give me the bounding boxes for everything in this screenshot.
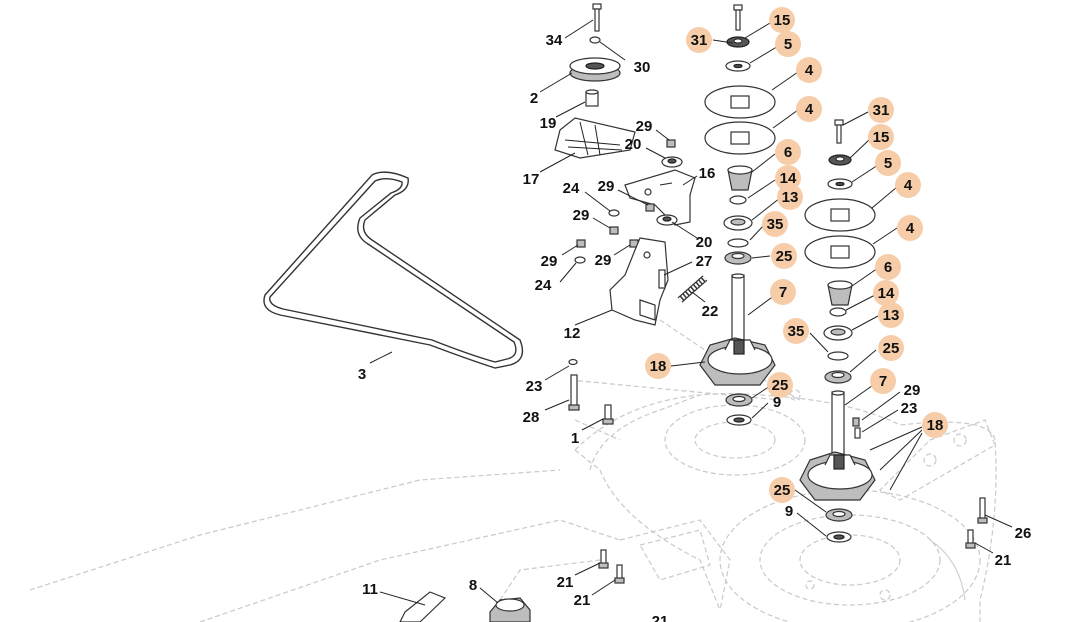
callout-27: 27	[696, 253, 713, 270]
callout-20b: 20	[696, 234, 713, 251]
highlight-4d	[897, 215, 923, 241]
callout-18b: 18	[927, 417, 944, 434]
callout-29d: 29	[541, 253, 558, 270]
highlight-5a	[775, 31, 801, 57]
callout-12: 12	[564, 325, 581, 342]
callout-21d: 21	[652, 613, 669, 622]
callout-29f: 29	[904, 382, 921, 399]
callout-35a: 35	[767, 216, 784, 233]
callout-7b: 7	[879, 373, 887, 390]
leader-lines	[369, 19, 1013, 606]
pulley-assembly-left	[554, 3, 708, 326]
highlight-6b	[875, 254, 901, 280]
callout-13b: 13	[883, 307, 900, 324]
highlight-31a	[686, 27, 712, 53]
callout-1: 1	[571, 430, 579, 447]
callout-34: 34	[546, 32, 563, 49]
callout-26: 26	[1015, 525, 1032, 542]
callout-6b: 6	[884, 259, 892, 276]
callout-18a: 18	[650, 358, 667, 375]
callout-30: 30	[634, 59, 651, 76]
callout-25d: 25	[774, 482, 791, 499]
callout-21c: 21	[574, 592, 591, 609]
callout-15a: 15	[774, 12, 791, 29]
highlight-25d	[769, 477, 795, 503]
highlight-6a	[775, 139, 801, 165]
callout-4c: 4	[904, 177, 913, 194]
callout-20a: 20	[625, 136, 642, 153]
callout-25a: 25	[776, 248, 793, 265]
callout-19: 19	[540, 115, 557, 132]
callout-23a: 23	[526, 378, 543, 395]
callout-4a: 4	[805, 62, 814, 79]
callout-29c: 29	[573, 207, 590, 224]
highlight-25b	[767, 372, 793, 398]
highlight-14a	[775, 165, 801, 191]
drive-belt	[263, 171, 524, 369]
callout-25c: 25	[883, 340, 900, 357]
callout-29b: 29	[598, 178, 615, 195]
highlight-35b	[783, 318, 809, 344]
callout-4d: 4	[906, 220, 915, 237]
highlight-15b	[868, 124, 894, 150]
callout-numbers: 34 30 2 19 17 29 20 16 24 29 29 20 29 29…	[358, 12, 1032, 622]
callout-8: 8	[469, 577, 477, 594]
callout-3: 3	[358, 366, 366, 383]
highlight-13a	[777, 184, 803, 210]
callout-31a: 31	[691, 32, 708, 49]
highlight-4c	[895, 172, 921, 198]
callout-22: 22	[702, 303, 719, 320]
highlight-markers	[645, 7, 948, 503]
highlight-4b	[796, 96, 822, 122]
callout-24b: 24	[535, 277, 552, 294]
callout-5a: 5	[784, 36, 792, 53]
callout-21a: 21	[995, 552, 1012, 569]
highlight-4a	[796, 57, 822, 83]
callout-13a: 13	[782, 189, 799, 206]
callout-9a: 9	[773, 394, 781, 411]
callout-17: 17	[523, 171, 540, 188]
spindle-assembly-2	[799, 119, 876, 543]
highlight-35a	[762, 211, 788, 237]
callout-2: 2	[530, 90, 538, 107]
callout-31b: 31	[873, 102, 890, 119]
callout-28: 28	[523, 409, 540, 426]
callout-29a: 29	[636, 118, 653, 135]
callout-9b: 9	[785, 503, 793, 520]
spindle-assembly-1	[699, 4, 776, 426]
mower-deck	[29, 319, 997, 622]
callout-4b: 4	[805, 101, 814, 118]
callout-23b: 23	[901, 400, 918, 417]
callout-15b: 15	[873, 129, 890, 146]
highlight-18b	[922, 412, 948, 438]
highlight-25c	[878, 335, 904, 361]
callout-6a: 6	[784, 144, 792, 161]
callout-35b: 35	[788, 323, 805, 340]
callout-24a: 24	[563, 180, 580, 197]
highlight-7a	[770, 279, 796, 305]
callout-21b: 21	[557, 574, 574, 591]
callout-14b: 14	[878, 285, 895, 302]
highlight-15a	[769, 7, 795, 33]
callout-7a: 7	[779, 284, 787, 301]
callout-11: 11	[362, 581, 378, 598]
highlight-13b	[878, 302, 904, 328]
highlight-14b	[873, 280, 899, 306]
highlight-7b	[870, 368, 896, 394]
highlight-18a	[645, 353, 671, 379]
highlight-31b	[868, 97, 894, 123]
callout-5b: 5	[884, 155, 892, 172]
callout-14a: 14	[780, 170, 797, 187]
callout-16: 16	[699, 165, 716, 182]
highlight-25a	[771, 243, 797, 269]
highlight-5b	[875, 150, 901, 176]
callout-25b: 25	[772, 377, 789, 394]
fasteners	[399, 358, 988, 622]
callout-29e: 29	[595, 252, 612, 269]
